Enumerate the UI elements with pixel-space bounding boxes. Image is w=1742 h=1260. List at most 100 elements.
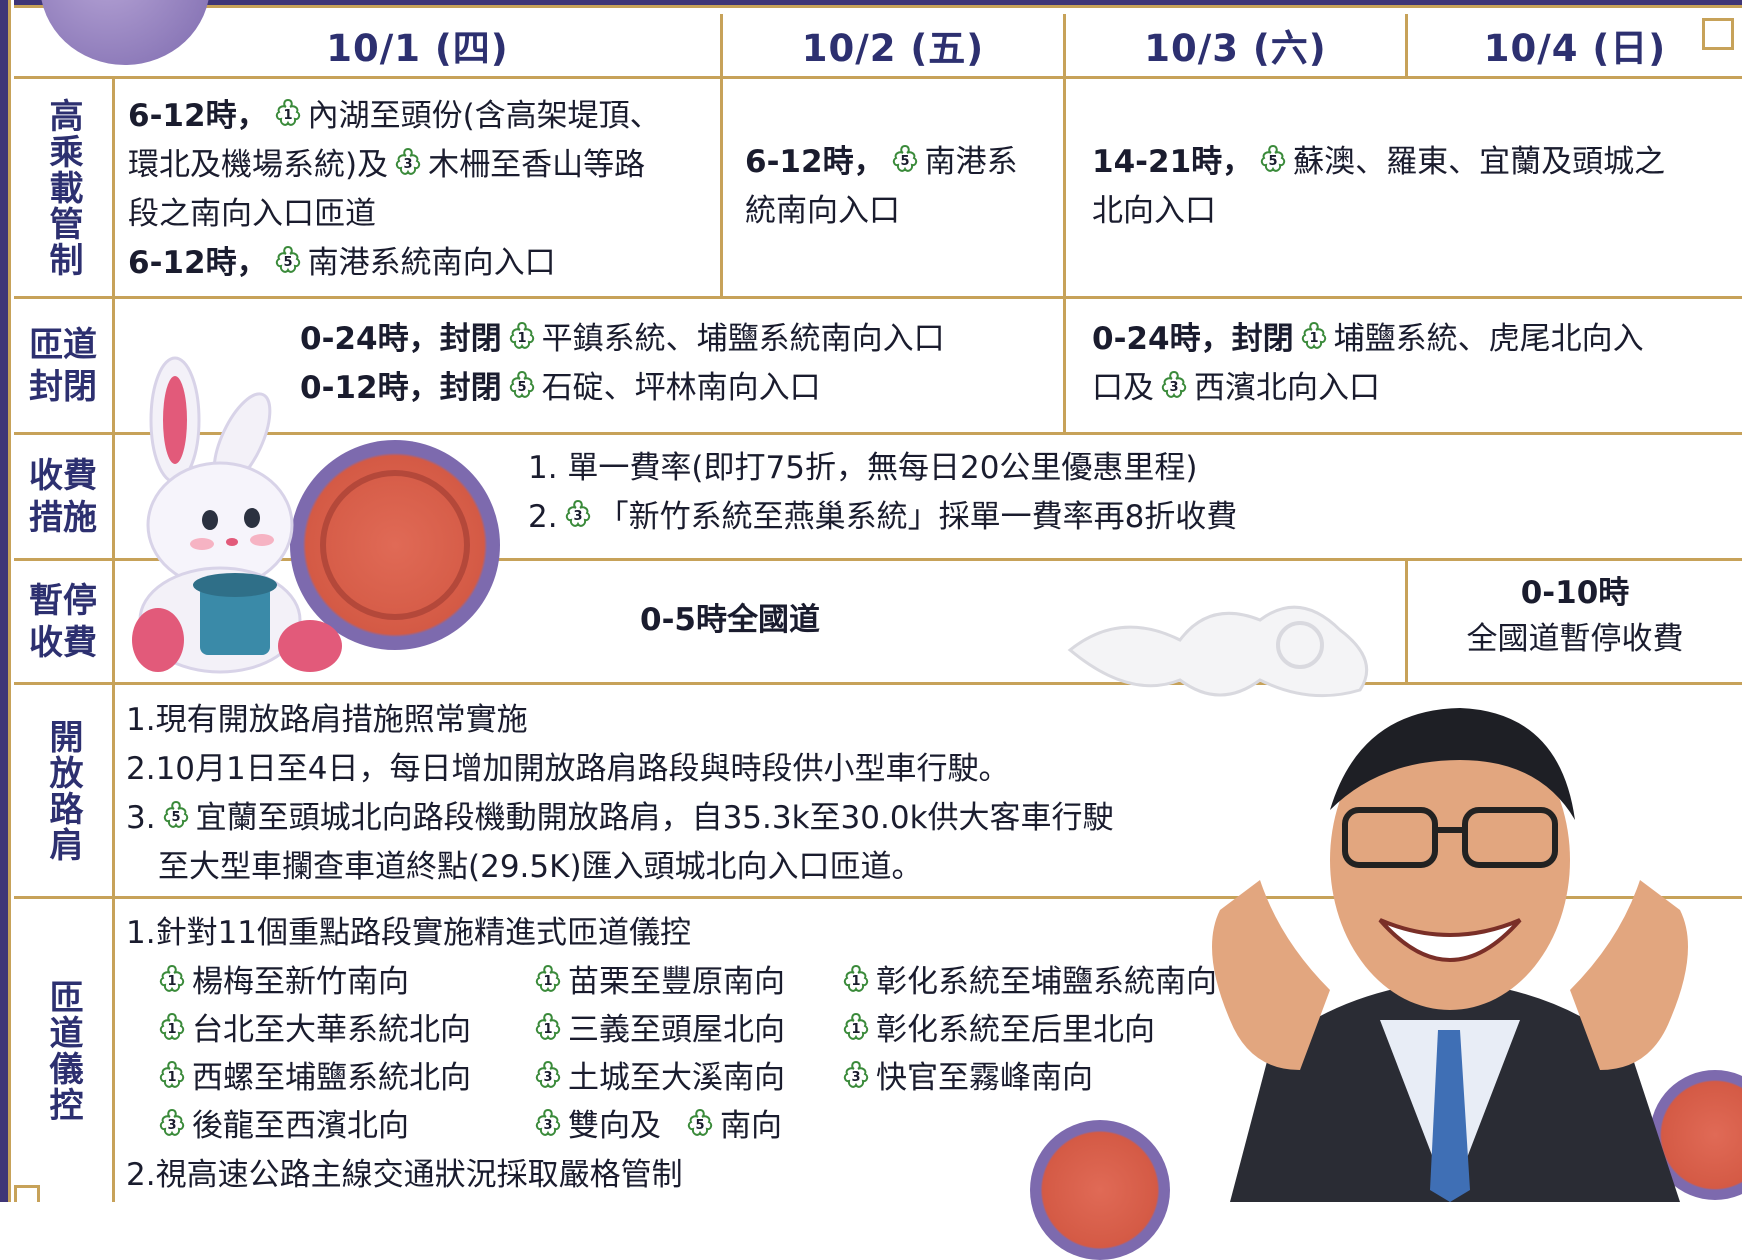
grid-line <box>14 296 1742 299</box>
grid-line <box>14 76 1742 79</box>
grid-line <box>14 682 1742 685</box>
date-header-oct2: 10/2 (五) <box>801 27 985 70</box>
freeway-5-icon: 5 <box>687 1108 713 1136</box>
freeway-5-icon: 5 <box>275 245 300 273</box>
svg-text:1: 1 <box>851 1022 860 1037</box>
freeway-3-icon: 3 <box>159 1108 185 1136</box>
corner-ornament <box>1702 18 1734 50</box>
svg-text:5: 5 <box>1269 154 1278 169</box>
svg-text:1: 1 <box>167 1070 176 1085</box>
left-border <box>0 0 14 1202</box>
svg-text:1: 1 <box>1309 331 1318 346</box>
freeway-5-icon: 5 <box>892 144 917 172</box>
cloud-decoration <box>1067 605 1369 698</box>
row-label-hov: 高乘載管制 <box>43 97 83 278</box>
grid-line <box>14 432 1742 435</box>
svg-text:1: 1 <box>543 1022 552 1037</box>
svg-text:5: 5 <box>171 810 180 825</box>
row-label-ramp-metering: 匝道儀控 <box>43 978 83 1123</box>
freeway-3-icon: 3 <box>535 1060 561 1088</box>
grid-line <box>1405 14 1408 76</box>
svg-text:5: 5 <box>900 154 909 169</box>
freeway-3-icon: 3 <box>1161 370 1187 398</box>
freeway-3-icon: 3 <box>843 1060 869 1088</box>
svg-text:5: 5 <box>695 1118 704 1133</box>
freeway-1-icon: 1 <box>843 1012 869 1040</box>
freeway-1-icon: 1 <box>843 964 869 992</box>
row-label-toll: 收費措施 <box>29 455 97 538</box>
svg-text:3: 3 <box>543 1118 552 1133</box>
svg-text:5: 5 <box>517 380 526 395</box>
row-label-suspend: 暫停收費 <box>29 580 97 663</box>
svg-text:5: 5 <box>283 255 292 270</box>
date-header-oct4: 10/4 (日) <box>1483 27 1667 70</box>
freeway-5-icon: 5 <box>163 800 188 828</box>
svg-text:3: 3 <box>543 1070 552 1085</box>
corner-ornament-bottom <box>14 1185 40 1202</box>
suspend-oct1-3-cell: 0-5時全國道 <box>640 602 821 638</box>
svg-text:1: 1 <box>283 108 292 123</box>
freeway-1-icon: 1 <box>509 321 534 349</box>
minister-photo <box>1212 708 1688 1202</box>
grid-line <box>112 76 115 1202</box>
date-header-oct3: 10/3 (六) <box>1144 27 1327 70</box>
freeway-1-icon: 1 <box>275 98 300 126</box>
freeway-1-icon: 1 <box>159 1012 185 1040</box>
svg-text:1: 1 <box>167 974 176 989</box>
freeway-3-icon: 3 <box>565 499 590 527</box>
grid-line <box>1063 14 1066 432</box>
svg-text:3: 3 <box>573 509 582 524</box>
svg-text:3: 3 <box>404 157 413 172</box>
mooncake-decoration <box>290 440 500 650</box>
freeway-5-icon: 5 <box>1260 144 1286 172</box>
shoulder-cell: 1.現有開放路肩措施照常實施 2.10月1日至4日，每日增加開放路肩路段與時段供… <box>126 702 1114 885</box>
freeway-3-icon: 3 <box>535 1108 561 1136</box>
grid-line <box>14 558 1742 561</box>
svg-text:1: 1 <box>851 974 860 989</box>
ramp-metering-note: 2.視高速公路主線交通狀況採取嚴格管制 <box>126 1157 683 1193</box>
toll-measures-cell: 1. 單一費率(即打75折，無每日20公里優惠里程) 2.3「新竹系統至燕巢系統… <box>528 450 1238 535</box>
grid-line <box>1405 558 1408 682</box>
ramp-metering-heading: 1.針對11個重點路段實施精進式匝道儀控 <box>126 915 692 951</box>
svg-text:3: 3 <box>1169 380 1178 395</box>
freeway-1-icon: 1 <box>159 964 185 992</box>
top-border <box>0 0 1742 11</box>
svg-text:1: 1 <box>517 331 526 346</box>
svg-text:3: 3 <box>167 1118 176 1133</box>
freeway-1-icon: 1 <box>159 1060 185 1088</box>
grid-line <box>720 14 723 296</box>
svg-text:3: 3 <box>851 1070 860 1085</box>
suspend-oct4-cell: 0-10時 全國道暫停收費 <box>1466 575 1684 657</box>
row-label-ramp-closure: 匝道封閉 <box>29 324 97 407</box>
rabbit-illustration <box>132 356 342 674</box>
grid-line <box>14 896 1742 899</box>
freeway-3-icon: 3 <box>395 147 421 175</box>
freeway-1-icon: 1 <box>1301 321 1326 349</box>
freeway-5-icon: 5 <box>509 370 534 398</box>
svg-text:1: 1 <box>167 1022 176 1037</box>
row-label-shoulder: 開放路肩 <box>43 718 83 863</box>
date-header-oct1: 10/1 (四) <box>326 27 509 70</box>
freeway-1-icon: 1 <box>535 964 561 992</box>
freeway-1-icon: 1 <box>535 1012 561 1040</box>
mooncake-decoration <box>1030 1120 1170 1260</box>
svg-text:1: 1 <box>543 974 552 989</box>
